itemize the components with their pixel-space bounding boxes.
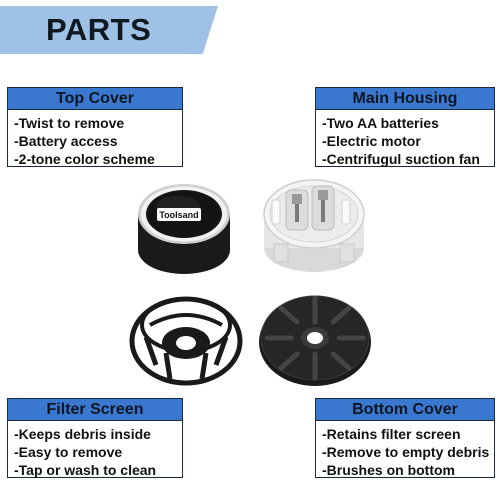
main-housing-title: Main Housing bbox=[316, 88, 494, 110]
title-banner bbox=[0, 6, 218, 54]
top-cover-line: -Twist to remove bbox=[14, 115, 125, 131]
page-title: PARTS bbox=[46, 12, 152, 47]
top-cover-box: Top Cover -Twist to remove -Battery acce… bbox=[7, 87, 183, 167]
filter-screen-line: -Easy to remove bbox=[14, 444, 123, 460]
bottom-cover-illustration bbox=[259, 295, 371, 386]
filter-screen-line: -Tap or wash to clean bbox=[14, 462, 157, 478]
filter-screen-line: -Keeps debris inside bbox=[14, 426, 151, 442]
top-cover-illustration: Toolsand bbox=[138, 184, 230, 274]
main-housing-box: Main Housing -Two AA batteries -Electric… bbox=[315, 87, 495, 167]
bottom-cover-line: -Brushes on bottom bbox=[322, 462, 455, 478]
main-housing-line: -Electric motor bbox=[322, 133, 421, 149]
top-cover-line: -Battery access bbox=[14, 133, 118, 149]
main-housing-illustration bbox=[263, 179, 365, 272]
bottom-cover-title: Bottom Cover bbox=[316, 399, 494, 421]
top-cover-line: -2-tone color scheme bbox=[14, 151, 155, 167]
filter-screen-title: Filter Screen bbox=[8, 399, 182, 421]
top-cover-title: Top Cover bbox=[8, 88, 182, 110]
main-housing-line: -Centrifugul suction fan bbox=[322, 151, 480, 167]
bottom-cover-line: -Retains filter screen bbox=[322, 426, 461, 442]
bottom-cover-box: Bottom Cover -Retains filter screen -Rem… bbox=[315, 398, 495, 478]
bottom-cover-line: -Remove to empty debris bbox=[322, 444, 490, 460]
filter-screen-box: Filter Screen -Keeps debris inside -Easy… bbox=[7, 398, 183, 478]
main-housing-line: -Two AA batteries bbox=[322, 115, 439, 131]
filter-screen-illustration bbox=[129, 296, 243, 386]
brand-label: Toolsand bbox=[159, 210, 198, 220]
